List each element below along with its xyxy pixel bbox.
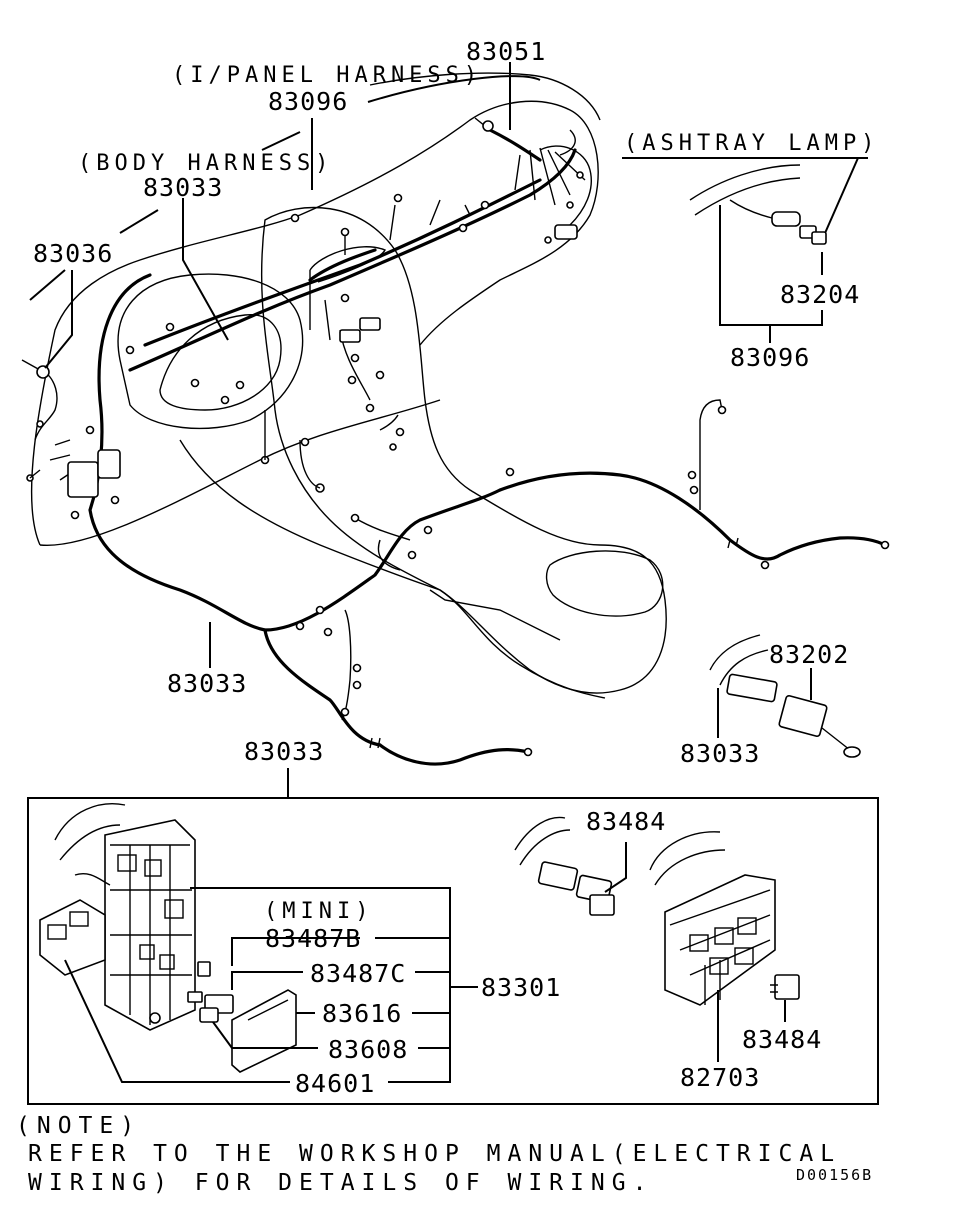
ashtray-lamp-label: (ASHTRAY LAMP)	[624, 131, 879, 156]
part-83036-label: 83036	[33, 239, 113, 268]
part-84601-label: 84601	[295, 1069, 375, 1098]
part-83487B-label: 83487B	[265, 924, 361, 953]
connector-83202-detail	[709, 634, 861, 758]
junction-block-left	[39, 803, 297, 1073]
part-83484-top-label: 83484	[586, 807, 666, 836]
part-83616-label: 83616	[322, 999, 402, 1028]
note-line-2: WIRING) FOR DETAILS OF WIRING.	[28, 1170, 653, 1196]
leader-lines	[29, 62, 541, 798]
relay-box-right	[514, 816, 800, 1062]
part-83051-label: 83051	[466, 37, 546, 66]
body-harness-label: (BODY HARNESS)	[78, 151, 333, 176]
left-grommet-wire	[21, 359, 58, 482]
part-83096-label: 83096	[268, 87, 348, 116]
body-harness	[49, 273, 890, 766]
mini-label: (MINI)	[264, 899, 373, 924]
inset-leader-lines	[64, 887, 478, 1083]
part-83033-box-label: 83033	[244, 737, 324, 766]
part-83033-label: 83033	[143, 173, 223, 202]
inset-box	[27, 797, 879, 1105]
part-83487C-label: 83487C	[310, 959, 406, 988]
part-83033-right-label: 83033	[680, 739, 760, 768]
part-83202-label: 83202	[769, 640, 849, 669]
dashboard-outline	[30, 72, 667, 699]
part-83033-floor-label: 83033	[167, 669, 247, 698]
i-panel-harness-label: (I/PANEL HARNESS)	[172, 63, 482, 88]
note-title: (NOTE)	[16, 1113, 141, 1139]
part-82703-label: 82703	[680, 1063, 760, 1092]
note-line-1: REFER TO THE WORKSHOP MANUAL(ELECTRICAL	[28, 1141, 841, 1167]
part-83484-bottom-label: 83484	[742, 1025, 822, 1054]
part-83204-label: 83204	[780, 280, 860, 309]
part-83096-right-label: 83096	[730, 343, 810, 372]
part-83608-label: 83608	[328, 1035, 408, 1064]
diagram-code: D00156B	[796, 1166, 873, 1184]
i-panel-harness	[128, 117, 586, 451]
ashtray-lamp-detail	[622, 157, 868, 343]
part-83301-label: 83301	[481, 973, 561, 1002]
